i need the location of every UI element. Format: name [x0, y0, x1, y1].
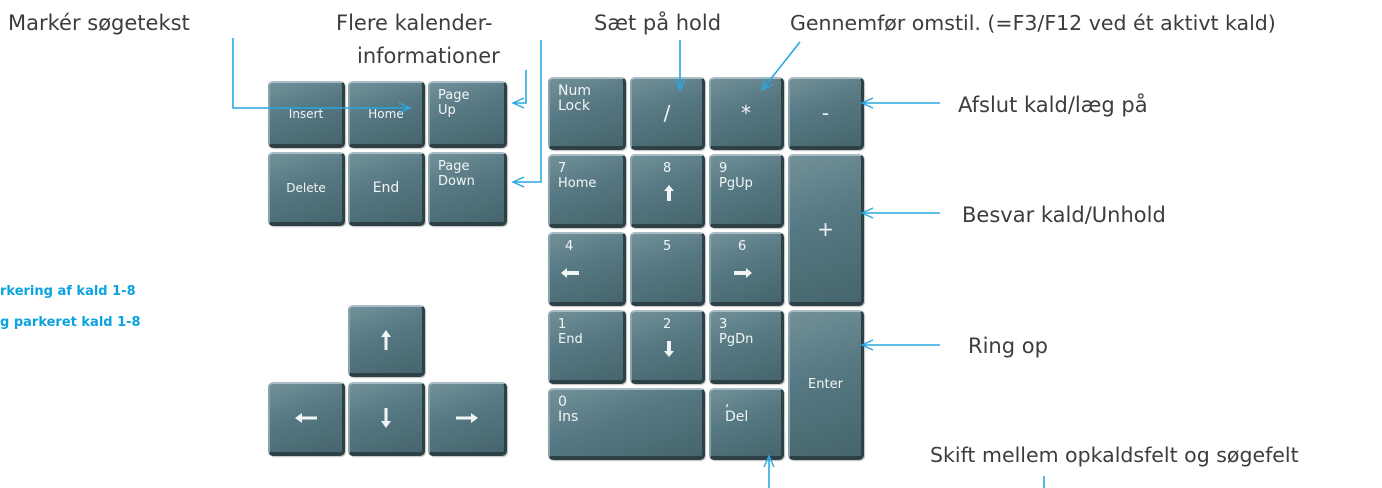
arrow-down-icon	[350, 384, 422, 452]
arrow-up-icon	[350, 307, 422, 373]
key-plus[interactable]: +	[788, 154, 864, 306]
label-answer: Besvar kald/Unhold	[962, 203, 1166, 227]
key-arrow-down[interactable]	[348, 382, 425, 456]
key-num-9[interactable]: 9 PgUp	[709, 154, 784, 228]
key-num-3[interactable]: 3 PgDn	[709, 310, 784, 384]
arrow-left-icon	[560, 264, 580, 283]
label-mark-search-text: Markér søgetekst	[8, 11, 190, 35]
key-asterisk[interactable]: *	[709, 77, 784, 150]
key-page-up[interactable]: Page Up	[428, 81, 507, 148]
key-num-7[interactable]: 7 Home	[548, 154, 626, 228]
key-arrow-left[interactable]	[268, 382, 345, 456]
key-arrow-up[interactable]	[348, 305, 425, 377]
key-minus[interactable]: -	[788, 77, 864, 150]
key-num-decimal[interactable]: , Del	[709, 388, 784, 460]
key-num-6[interactable]: 6	[709, 232, 784, 306]
label-park-call: rkering af kald 1-8	[0, 284, 136, 299]
key-insert[interactable]: Insert	[268, 81, 345, 148]
key-enter[interactable]: Enter	[788, 310, 864, 460]
label-dial: Ring op	[968, 334, 1048, 358]
key-end[interactable]: End	[348, 152, 425, 226]
arrow-up-icon	[663, 184, 675, 206]
arrow-left-icon	[270, 384, 342, 452]
key-num-lock[interactable]: Num Lock	[548, 77, 626, 150]
label-transfer: Gennemfør omstil. (=F3/F12 ved ét aktivt…	[790, 11, 1276, 35]
label-unpark-call: g parkeret kald 1-8	[0, 315, 141, 330]
label-hangup: Afslut kald/læg på	[958, 93, 1148, 117]
key-home[interactable]: Home	[348, 81, 425, 148]
key-page-down[interactable]: Page Down	[428, 152, 507, 226]
arrow-right-icon	[733, 264, 753, 283]
key-num-1[interactable]: 1 End	[548, 310, 626, 384]
label-hold: Sæt på hold	[594, 11, 722, 35]
key-delete[interactable]: Delete	[268, 152, 345, 226]
key-num-8[interactable]: 8	[630, 154, 705, 228]
key-num-5[interactable]: 5	[630, 232, 705, 306]
key-num-0[interactable]: 0 Ins	[548, 388, 705, 460]
label-calendar-line1: Flere kalender-	[336, 11, 493, 35]
label-switch-field: Skift mellem opkaldsfelt og søgefelt	[930, 443, 1299, 467]
callout-calendar-pageup	[511, 70, 527, 109]
label-calendar-line2: informationer	[357, 44, 500, 68]
key-arrow-right[interactable]	[428, 382, 507, 456]
arrow-right-icon	[430, 384, 504, 452]
arrow-down-icon	[663, 340, 675, 362]
callout-calendar-pagedown	[511, 40, 542, 188]
key-num-2[interactable]: 2	[630, 310, 705, 384]
key-slash[interactable]: /	[630, 77, 705, 150]
key-num-4[interactable]: 4	[548, 232, 626, 306]
